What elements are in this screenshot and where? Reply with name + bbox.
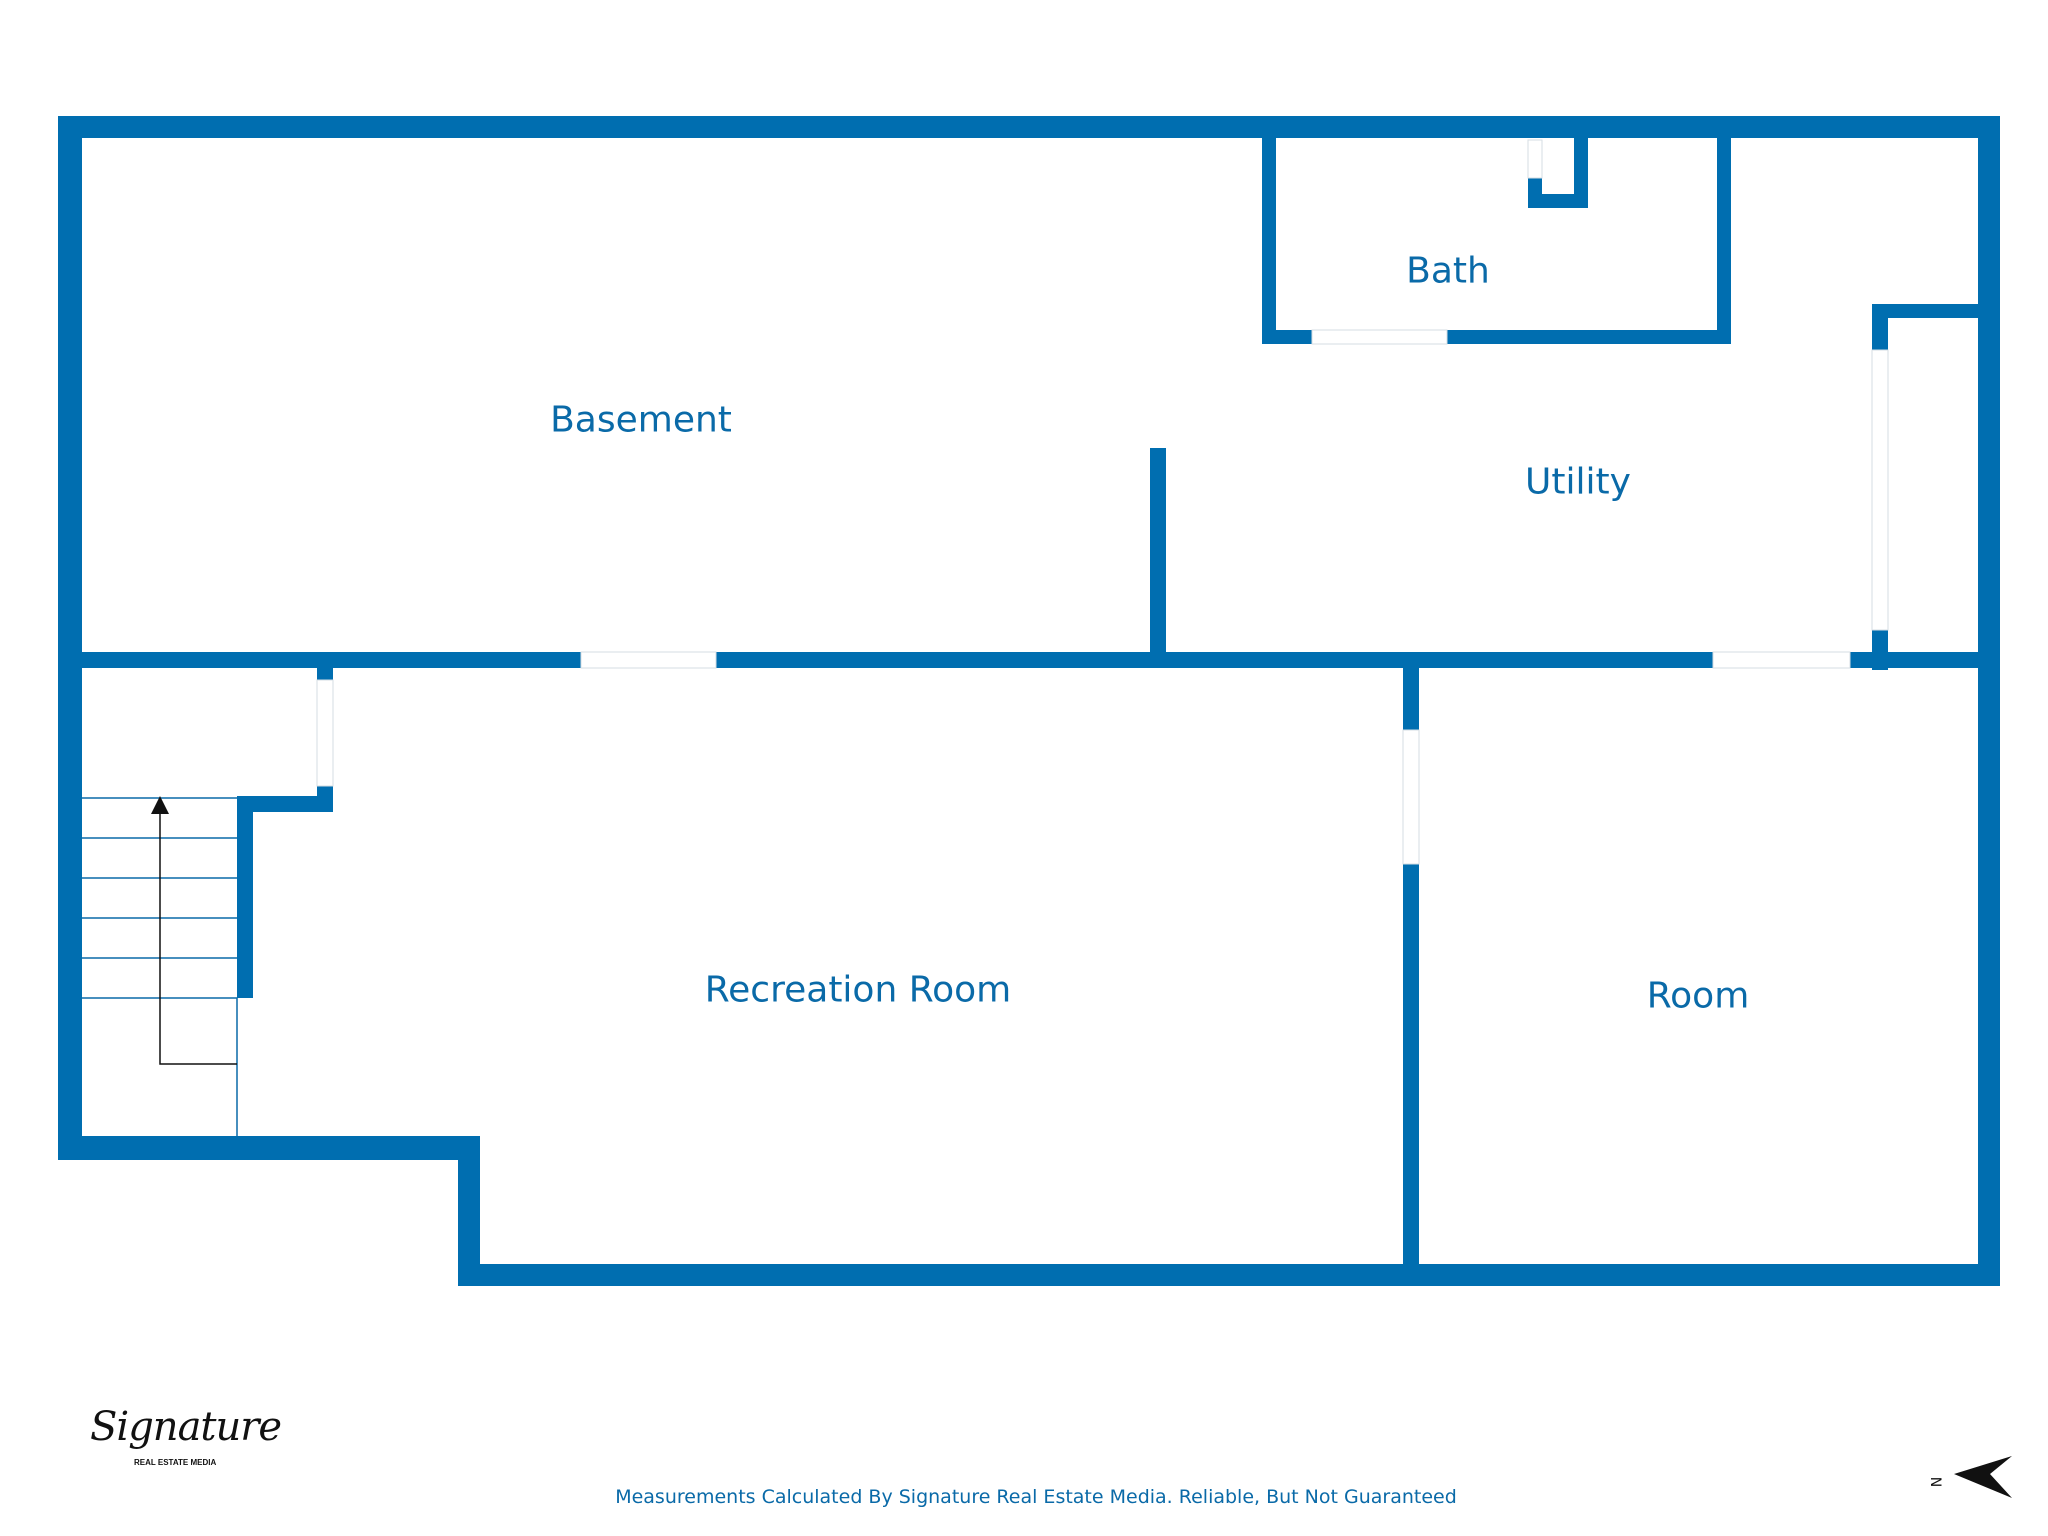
wall-top [58, 116, 2000, 138]
logo-script-text: Signature [90, 1404, 282, 1450]
closet-wall-left-a [1872, 304, 1888, 350]
stair-direction-arrow-icon [151, 796, 237, 1065]
bath-wall-bottom-left [1262, 330, 1312, 344]
walls [58, 116, 2000, 1286]
stair-wall-top [237, 796, 333, 812]
disclaimer-text: Measurements Calculated By Signature Rea… [615, 1486, 1457, 1508]
room-label-utility: Utility [1525, 461, 1631, 503]
wall-step [458, 1136, 480, 1286]
room-label-bath: Bath [1406, 250, 1490, 292]
stair-wall-side [237, 796, 253, 998]
bath-fixture-b [1528, 194, 1588, 208]
wall-right [1978, 116, 2000, 1286]
bath-wall-right [1717, 116, 1731, 344]
wall-left [58, 116, 82, 1160]
closet-wall-top [1872, 304, 2000, 318]
bath-fixture-a [1574, 136, 1588, 208]
utility-divider [1150, 448, 1166, 668]
wall-bottom-left [58, 1136, 480, 1160]
room-label-room: Room [1646, 975, 1750, 1017]
stair-wall-post [317, 652, 333, 680]
signature-logo: Signature REAL ESTATE MEDIA [72, 1400, 282, 1480]
bath-fixture-c [1528, 178, 1542, 208]
mid-wall-3 [1850, 652, 2000, 668]
room-label-recreation: Recreation Room [704, 969, 1012, 1011]
wall-bottom [458, 1264, 2000, 1286]
mid-wall-2 [716, 652, 1713, 668]
room-label-basement: Basement [550, 399, 732, 441]
logo-subtext: REAL ESTATE MEDIA [134, 1458, 217, 1467]
north-arrow-icon [1954, 1456, 2012, 1498]
compass: N [1927, 1456, 2030, 1516]
bath-wall-left [1262, 116, 1276, 344]
room-divider-bottom [1403, 864, 1419, 1286]
room-divider-top [1403, 652, 1419, 730]
bath-wall-bottom-right [1447, 330, 1731, 344]
door-openings [316, 139, 1889, 865]
